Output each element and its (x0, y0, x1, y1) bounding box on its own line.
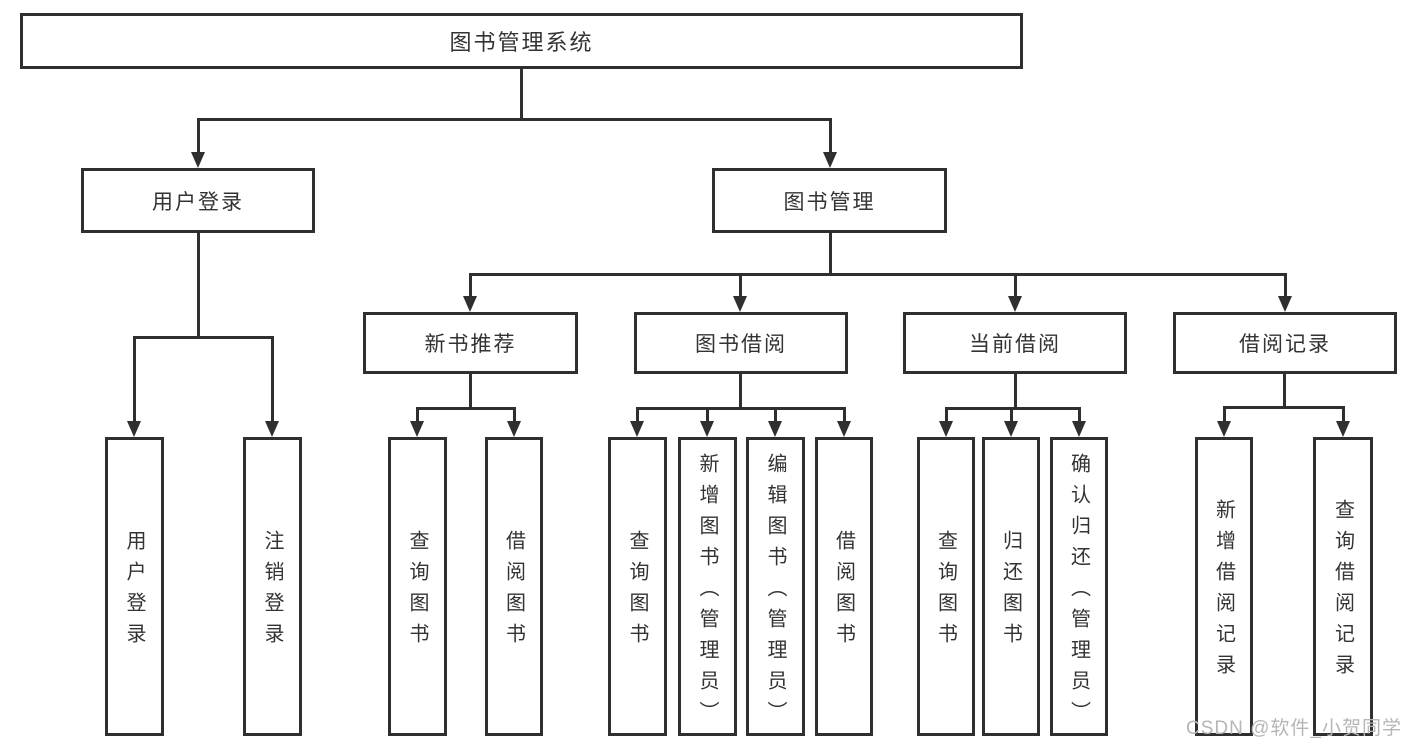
arrowhead-confirm-return (1072, 421, 1086, 437)
node-label: 新书推荐 (424, 333, 517, 356)
node-label: 图书管理 (783, 190, 876, 214)
leaf-add-books-admin: 新增图书（管理员） (678, 437, 737, 736)
arrowhead-return (1004, 421, 1018, 437)
connector-drop-leaf-user-login (133, 336, 136, 421)
connector-drop-editbook (774, 407, 777, 421)
leaf-query-books-recommend: 查询图书 (388, 437, 447, 736)
connector-bookmgmt-stub (829, 232, 832, 273)
connector-drop-query2 (636, 407, 639, 421)
arrowhead-query1 (410, 421, 424, 437)
connector-drop-borrow-records (1284, 273, 1287, 296)
arrowhead-borrow2 (837, 421, 851, 437)
node-label: 借阅图书 (502, 530, 525, 654)
node-label: 归还图书 (999, 530, 1022, 654)
node-label: 确认归还（管理员） (1067, 452, 1090, 732)
node-new-book-recommendation: 新书推荐 (363, 312, 578, 374)
leaf-user-login: 用户登录 (105, 437, 164, 736)
node-label: 查询图书 (626, 530, 648, 654)
node-label: 查询图书 (934, 530, 957, 654)
node-label: 编辑图书（管理员） (764, 452, 786, 732)
leaf-edit-books-admin: 编辑图书（管理员） (746, 437, 805, 736)
node-label: 图书借阅 (695, 333, 787, 356)
node-borrowing-records: 借阅记录 (1173, 312, 1397, 374)
node-root-library-management-system: 图书管理系统 (20, 13, 1023, 69)
node-label: 新增图书（管理员） (696, 452, 718, 732)
arrowhead-book-borrow (733, 296, 747, 312)
connector-drop-addrecord (1223, 406, 1226, 421)
csdn-watermark: CSDN @软件_小贺同学 (1186, 718, 1402, 739)
connector-drop-book-management (829, 118, 832, 152)
arrowhead-current-borrow (1008, 296, 1022, 312)
leaf-confirm-return-admin: 确认归还（管理员） (1050, 437, 1108, 736)
node-label: 借阅图书 (832, 530, 855, 654)
connector-newbook-rail (416, 407, 516, 410)
connector-root-stub (520, 68, 523, 118)
arrowhead-user-login (191, 152, 205, 168)
arrowhead-borrow1 (507, 421, 521, 437)
node-book-management: 图书管理 (712, 168, 947, 233)
connector-drop-leaf-logout (271, 336, 274, 421)
node-label: 借阅记录 (1239, 333, 1331, 356)
node-label: 图书管理系统 (449, 30, 594, 55)
connector-drop-book-borrow (739, 273, 742, 296)
node-label: 当前借阅 (969, 333, 1061, 356)
connector-drop-query3 (945, 407, 948, 421)
arrowhead-editbook (768, 421, 782, 437)
node-book-borrowing: 图书借阅 (634, 312, 848, 374)
leaf-query-borrow-record: 查询借阅记录 (1313, 437, 1373, 736)
leaf-return-books: 归还图书 (982, 437, 1040, 736)
connector-root-rail (197, 118, 832, 121)
connector-records-rail (1223, 406, 1345, 409)
leaf-query-books-current: 查询图书 (917, 437, 975, 736)
connector-currentborrow-rail (945, 407, 1081, 410)
arrowhead-query3 (939, 421, 953, 437)
connector-drop-new-book (469, 273, 472, 296)
arrowhead-leaf-user-login (127, 421, 141, 437)
connector-bookborrow-rail (636, 407, 846, 410)
node-label: 用户登录 (123, 530, 145, 654)
leaf-logout: 注销登录 (243, 437, 302, 736)
connector-drop-addbook (706, 407, 709, 421)
node-user-login: 用户登录 (81, 168, 315, 233)
connector-newbook-stub (469, 373, 472, 407)
connector-drop-query1 (416, 407, 419, 421)
node-current-borrowing: 当前借阅 (903, 312, 1127, 374)
arrowhead-queryrecord (1336, 421, 1350, 437)
node-label: 用户登录 (152, 190, 244, 214)
connector-drop-queryrecord (1342, 406, 1345, 421)
connector-drop-user-login (197, 118, 200, 152)
connector-drop-current-borrow (1014, 273, 1017, 296)
connector-userlogin-stub (197, 232, 200, 336)
node-label: 查询借阅记录 (1331, 499, 1354, 685)
arrowhead-addbook (700, 421, 714, 437)
connector-drop-confirm-return (1078, 407, 1081, 421)
arrowhead-leaf-logout (265, 421, 279, 437)
node-label: 查询图书 (406, 530, 428, 654)
arrowhead-query2 (630, 421, 644, 437)
connector-drop-borrow1 (513, 407, 516, 421)
leaf-add-borrow-record: 新增借阅记录 (1195, 437, 1253, 736)
node-label: 新增借阅记录 (1212, 499, 1235, 685)
connector-drop-return (1010, 407, 1013, 421)
leaf-query-books-borrow: 查询图书 (608, 437, 667, 736)
connector-drop-borrow2 (843, 407, 846, 421)
node-label: 注销登录 (261, 530, 283, 654)
connector-bookmgmt-rail (469, 273, 1287, 276)
connector-bookborrow-stub (739, 373, 742, 407)
connector-userlogin-rail (133, 336, 274, 339)
leaf-borrow-books-borrow: 借阅图书 (815, 437, 873, 736)
connector-records-stub (1283, 373, 1286, 406)
arrowhead-addrecord (1217, 421, 1231, 437)
arrowhead-borrow-records (1278, 296, 1292, 312)
arrowhead-new-book (463, 296, 477, 312)
leaf-borrow-books-recommend: 借阅图书 (485, 437, 543, 736)
arrowhead-book-management (823, 152, 837, 168)
connector-currentborrow-stub (1014, 373, 1017, 407)
